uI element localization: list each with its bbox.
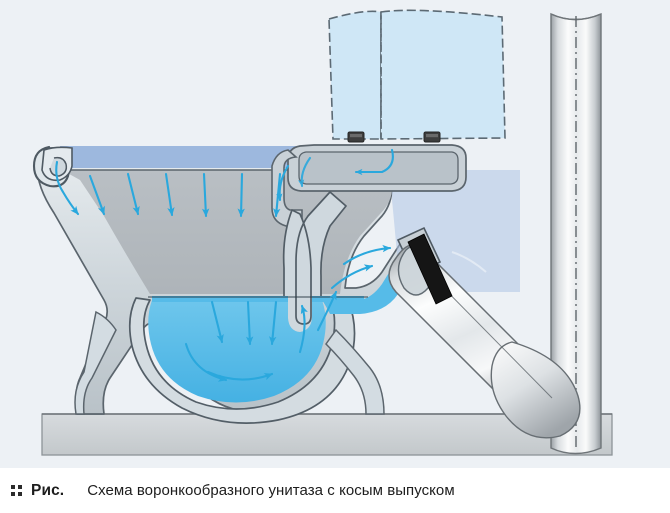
outlet-gasket <box>407 233 453 305</box>
cistern-water-region <box>60 146 330 168</box>
toilet-diagram <box>0 0 670 468</box>
pedestal-foot <box>74 310 385 415</box>
rim-channel <box>271 144 467 227</box>
sewer-riser <box>550 12 602 455</box>
lid-hinge-bolt-right <box>423 131 441 143</box>
rim-curl-left <box>32 145 73 188</box>
toilet-lid <box>328 9 506 140</box>
grid-dots-icon <box>11 485 22 498</box>
lid-hinge-bolt-left <box>347 131 365 143</box>
water-flow-arrows <box>55 148 394 382</box>
figure-caption-label: Рис. <box>31 481 65 499</box>
figure-caption-text: Схема воронкообразного унитаза с косым в… <box>87 482 455 499</box>
figure-caption-bar: Рис. Схема воронкообразного унитаза с ко… <box>0 468 670 513</box>
